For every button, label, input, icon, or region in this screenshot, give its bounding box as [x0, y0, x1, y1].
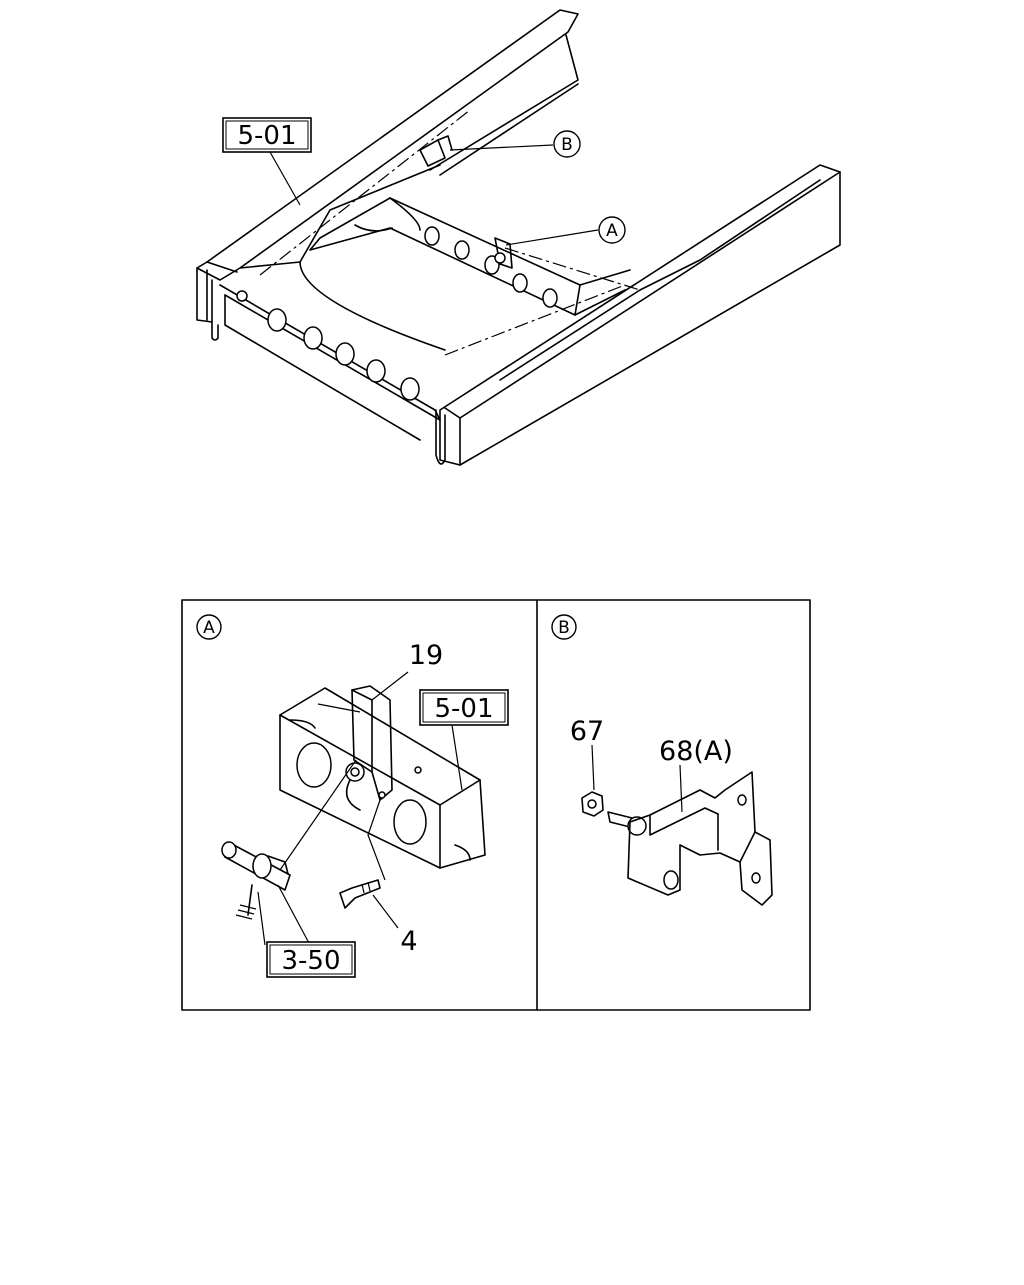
cross-member-hole [335, 342, 355, 366]
frame-reference-label: 5-01 [237, 121, 296, 151]
nut-67 [581, 744, 604, 817]
bracket-68 [627, 764, 773, 906]
part-4-label: 4 [400, 926, 417, 957]
detail-panel-a: A [196, 614, 509, 978]
panel-b-letter: B [558, 618, 570, 638]
frame-overview: 5-01 A B [196, 9, 841, 466]
cross-member-hole [236, 290, 248, 302]
callout-a-letter: A [606, 221, 618, 241]
rear-member-hole [424, 226, 440, 246]
part-19-label: 19 [409, 640, 443, 671]
panel-a-pin-ref-box: 3-50 [266, 941, 356, 978]
left-side-rail [196, 9, 579, 341]
bolt-4 [339, 879, 381, 909]
callout-b-letter: B [561, 135, 573, 155]
bracket-a-location [494, 237, 513, 269]
panel-a-frame-ref-box: 5-01 [419, 689, 509, 726]
rear-member-hole [542, 288, 558, 308]
detail-panel-b: B 67 68(A) [551, 614, 773, 906]
cross-member-hole [303, 326, 323, 350]
bracket-b-location [419, 135, 453, 167]
callout-a: A [505, 216, 626, 246]
cross-member-hole [267, 308, 287, 332]
cross-member-hole [366, 359, 386, 383]
panel-a-letter: A [203, 618, 215, 638]
bracket-bolt [607, 811, 647, 836]
panel-a-frame-ref-label: 5-01 [434, 694, 493, 724]
rear-cross-member [309, 197, 631, 316]
part-68-label: 68(A) [659, 736, 733, 767]
cross-member-section [279, 687, 486, 869]
front-cross-member [219, 164, 446, 441]
rear-member-hole [512, 273, 528, 293]
cross-member-hole [400, 377, 420, 401]
part-67-label: 67 [570, 716, 604, 747]
rear-member-hole [454, 240, 470, 260]
pin-assembly [221, 841, 291, 920]
callout-b: B [449, 130, 581, 158]
frame-reference-box: 5-01 [222, 117, 312, 206]
panel-a-pin-ref-label: 3-50 [281, 946, 340, 976]
detail-frame [181, 599, 811, 1011]
right-side-rail [435, 164, 841, 466]
detail-panels [181, 599, 811, 1011]
